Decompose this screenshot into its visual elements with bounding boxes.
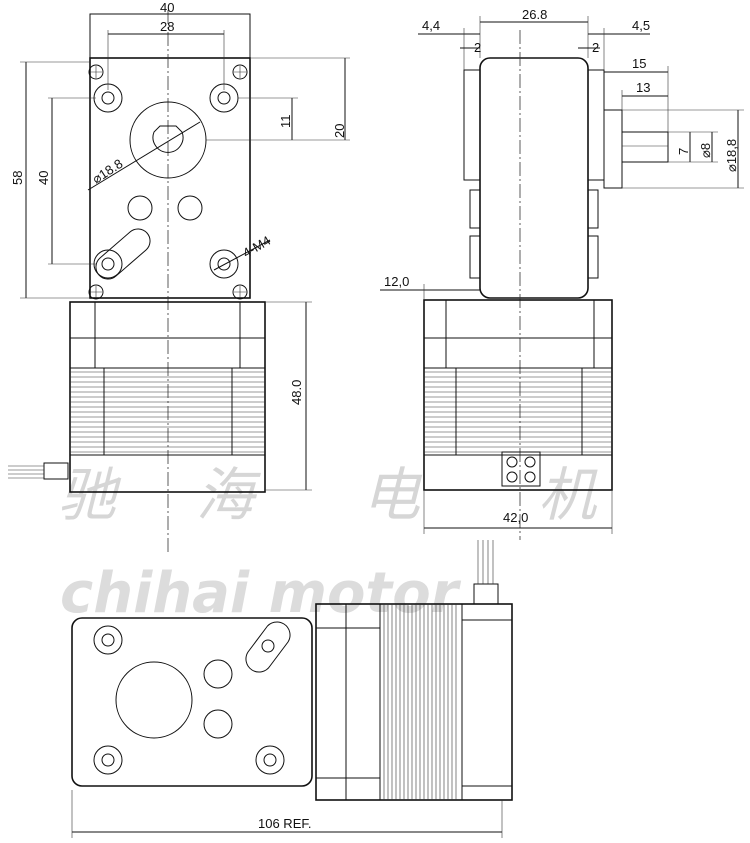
dim-2-left: 2 <box>474 40 481 55</box>
dim-shaft-len-15: 15 <box>632 56 646 71</box>
bottom-gearbox-plate <box>71 617 313 787</box>
dim-4-4: 4,4 <box>422 18 440 33</box>
side-dimensions: 26.8 4,4 4,5 2 2 15 13 7 ⌀8 <box>380 7 744 534</box>
front-slot <box>95 228 151 280</box>
dim-front-width: 40 <box>160 0 174 15</box>
bottom-slot <box>245 621 291 673</box>
front-mounting-holes <box>93 83 239 279</box>
front-wire-leads <box>8 462 69 480</box>
dim-shaft-len-13: 13 <box>636 80 650 95</box>
watermark: 驰 海 电 机 chihai motor <box>58 461 598 626</box>
dim-flange-dia: ⌀18.8 <box>89 156 125 187</box>
dim-total-length: 106 REF. <box>258 816 311 831</box>
side-motor-laminations <box>424 368 612 455</box>
dim-motor-width: 42,0 <box>503 510 528 525</box>
dim-20: 20 <box>332 124 347 138</box>
side-connector <box>501 451 541 487</box>
front-corner-screws <box>88 64 248 300</box>
watermark-english: chihai motor <box>60 561 462 626</box>
watermark-char-1: 驰 <box>58 461 122 529</box>
dim-side-offset: 12,0 <box>384 274 409 289</box>
bottom-wire-leads <box>473 540 499 605</box>
dim-shaft-flat-7: 7 <box>676 148 691 155</box>
watermark-char-3: 电 <box>362 461 423 529</box>
side-motor-body <box>423 299 613 491</box>
dim-screw-spec: 4-M4 <box>240 233 273 261</box>
front-view: 40 28 58 40 11 20 ⌀18.8 4-M4 <box>8 0 350 555</box>
side-view: 26.8 4,4 4,5 2 2 15 13 7 ⌀8 <box>380 7 744 540</box>
watermark-char-4: 机 <box>538 461 598 529</box>
dim-shaft-boss-dia: ⌀18,8 <box>724 139 739 172</box>
watermark-char-2: 海 <box>196 461 261 529</box>
dim-11: 11 <box>278 115 293 129</box>
dim-2-right: 2 <box>592 40 599 55</box>
dim-side-gearbox-width: 26.8 <box>522 7 547 22</box>
dim-4-5: 4,5 <box>632 18 650 33</box>
dim-front-hole-vertical: 40 <box>36 171 51 185</box>
front-dimensions: 40 28 58 40 11 20 ⌀18.8 4-M4 <box>10 0 350 491</box>
dim-motor-height: 48.0 <box>289 380 304 405</box>
side-gearbox-body <box>479 57 589 299</box>
front-motor-laminations <box>70 368 265 455</box>
side-output-shaft <box>603 109 669 189</box>
dim-front-hole-spacing: 28 <box>160 19 174 34</box>
dim-shaft-dia-8: ⌀8 <box>698 143 713 158</box>
dim-front-height: 58 <box>10 171 25 185</box>
bottom-motor-body <box>315 603 513 801</box>
bottom-motor-laminations <box>383 604 457 800</box>
bottom-view: 106 REF. <box>71 540 513 838</box>
front-shaft-d <box>152 125 184 153</box>
side-gearbox-tabs <box>463 69 605 279</box>
bottom-shaft-boss <box>115 661 193 739</box>
